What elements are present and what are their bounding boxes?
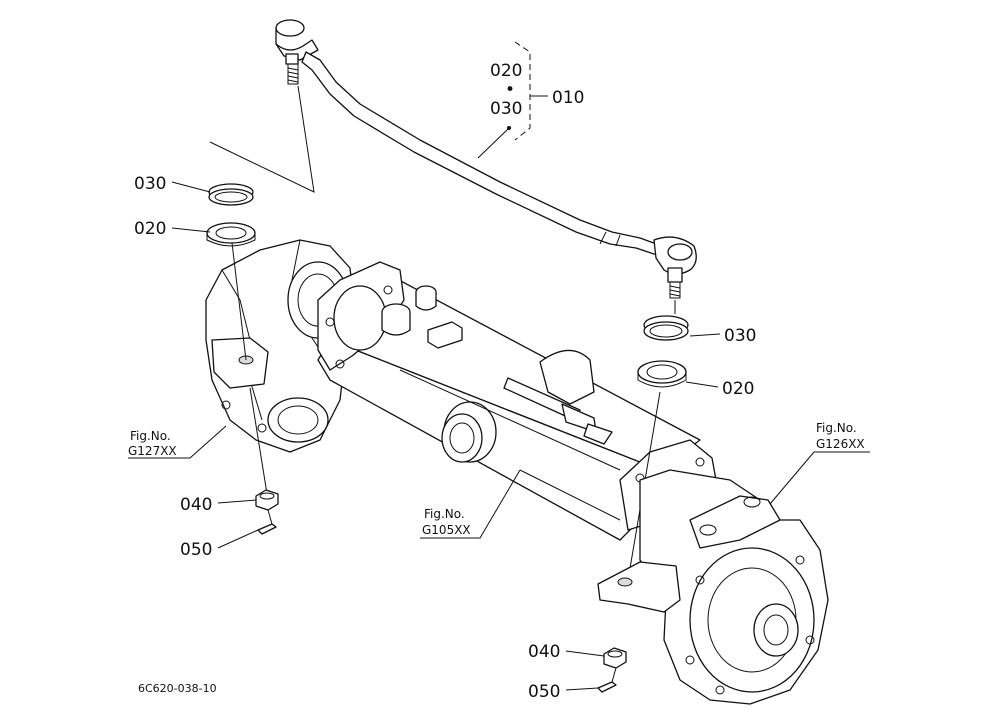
left-seal (206, 222, 256, 247)
callout-040-left: 040 (180, 495, 212, 515)
front-axle-housing (317, 261, 717, 541)
tie-rod-assembly (275, 19, 697, 299)
callout-020-left: 020 (134, 219, 166, 239)
callout-020-right: 020 (722, 379, 754, 399)
right-cotter-pin (597, 667, 617, 693)
right-castle-nut (603, 647, 627, 669)
left-dust-cover (208, 183, 254, 206)
fig-ref-center-line1: Fig.No. (424, 507, 465, 521)
callout-030-top: 030 (490, 99, 522, 119)
left-castle-nut (255, 489, 279, 511)
right-dust-cover (643, 315, 689, 341)
fig-ref-left-line2: G127XX (128, 444, 177, 458)
fig-ref-right-line1: Fig.No. (816, 421, 857, 435)
callout-040-right: 040 (528, 642, 560, 662)
right-steering-knuckle (597, 469, 829, 705)
right-seal (637, 360, 687, 388)
left-cotter-pin (257, 509, 277, 535)
fig-ref-left-line1: Fig.No. (130, 429, 171, 443)
callout-050-right: 050 (528, 682, 560, 702)
callout-050-left: 050 (180, 540, 212, 560)
callout-030-left: 030 (134, 174, 166, 194)
left-tie-rod-end (275, 19, 319, 85)
callout-020-top: 020 (490, 61, 522, 81)
callout-030-right: 030 (724, 326, 756, 346)
callout-010: 010 (552, 88, 584, 108)
fig-ref-right-line2: G126XX (816, 437, 865, 451)
callout-dot: • (505, 80, 515, 100)
right-tie-rod-end (653, 236, 697, 299)
fig-ref-center-line2: G105XX (422, 523, 471, 537)
drawing-code: 6C620-038-10 (138, 682, 217, 695)
